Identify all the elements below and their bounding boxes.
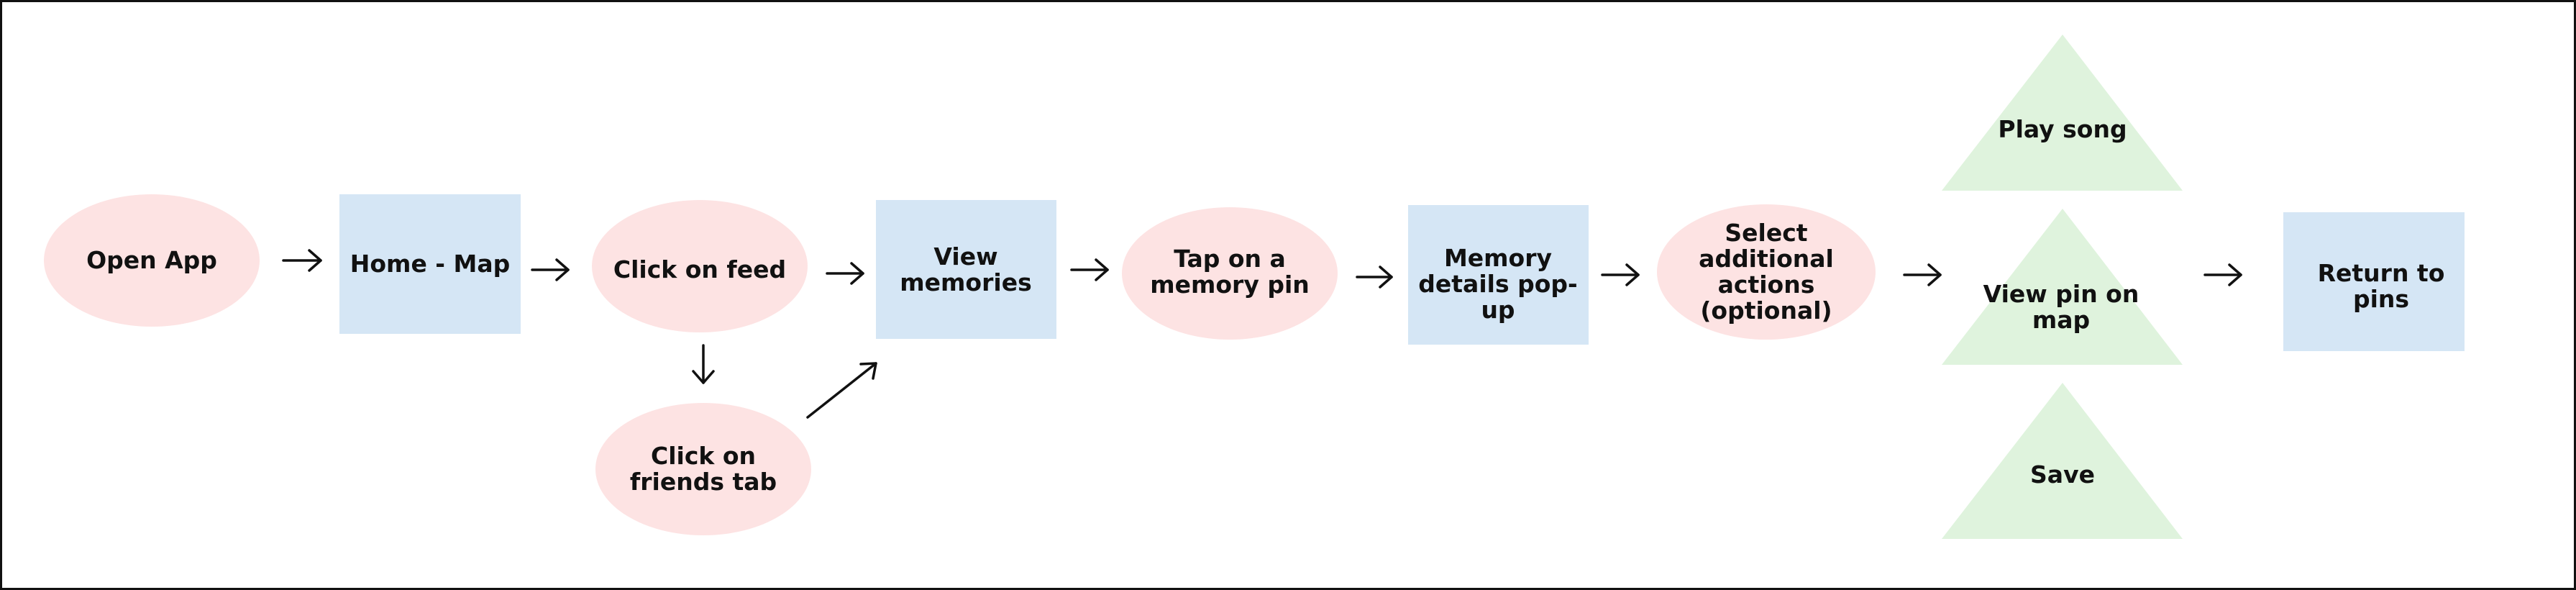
arrow-feed-to-friends	[692, 344, 715, 384]
node-label-line: friends tab	[630, 468, 777, 496]
node-label-line: memories	[900, 268, 1031, 296]
node-label-line: pins	[2353, 285, 2409, 313]
arrow-memories-to-tap	[1070, 258, 1109, 281]
arrow-select-to-options	[1903, 263, 1942, 286]
node-label-line: Select	[1725, 219, 1807, 247]
arrow-feed-to-memories	[826, 262, 864, 285]
node-label-line: memory pin	[1150, 271, 1310, 299]
node-label-line: View pin on	[1983, 280, 2139, 308]
node-label-line: map	[2032, 306, 2090, 334]
node-view-memories-shape	[876, 200, 1056, 339]
node-home-map-shape	[339, 194, 521, 334]
node-play-song-label: Play song	[1998, 115, 2127, 143]
node-view-pin-map-shape	[1942, 209, 2183, 365]
node-save-shape	[1942, 383, 2183, 539]
node-open-app-shape	[44, 194, 260, 327]
node-tap-pin-shape	[1122, 207, 1338, 340]
node-open-app-label: Open App	[86, 246, 217, 274]
node-label-line: Home - Map	[350, 250, 510, 278]
arrow-friends-to-memories	[806, 362, 877, 419]
node-click-feed: Click on feed	[592, 200, 808, 332]
node-label-line: Save	[2030, 460, 2095, 489]
node-click-feed-label: Click on feed	[613, 255, 786, 283]
node-memory-details-shape	[1408, 205, 1589, 345]
node-save: Save	[1942, 383, 2183, 539]
node-label-line: Memory	[1444, 244, 1552, 272]
node-label-line: actions	[1718, 271, 1815, 299]
node-click-friends-shape	[595, 403, 811, 535]
node-label-line: Tap on a	[1174, 245, 1286, 273]
node-open-app: Open App	[44, 194, 260, 327]
arrow-tap-to-details	[1356, 266, 1393, 289]
arrow-options-to-return	[2203, 263, 2242, 286]
node-label-line: Click on feed	[613, 255, 786, 283]
node-label-line: View	[933, 242, 997, 271]
node-label-line: Open App	[86, 246, 217, 274]
node-label-line: (optional)	[1700, 296, 1832, 324]
node-return-pins-shape	[2283, 212, 2465, 351]
node-play-song-shape	[1942, 35, 2183, 191]
node-label-line: additional	[1699, 245, 1834, 273]
arrow-open-to-home	[282, 249, 322, 272]
node-label-line: Return to	[2318, 259, 2445, 287]
node-home-map: Home - Map	[339, 194, 521, 334]
arrow-home-to-feed	[531, 258, 570, 281]
node-label-line: Play song	[1998, 115, 2127, 143]
node-play-song: Play song	[1942, 35, 2183, 191]
node-label-line: details pop-	[1418, 270, 1577, 298]
node-label-line: up	[1481, 296, 1515, 324]
node-click-feed-shape	[592, 200, 808, 332]
node-home-map-label: Home - Map	[350, 250, 510, 278]
node-save-label: Save	[2030, 460, 2095, 489]
node-select-actions-shape	[1657, 204, 1876, 340]
arrow-details-to-select	[1601, 263, 1640, 286]
node-label-line: Click on	[651, 442, 756, 470]
